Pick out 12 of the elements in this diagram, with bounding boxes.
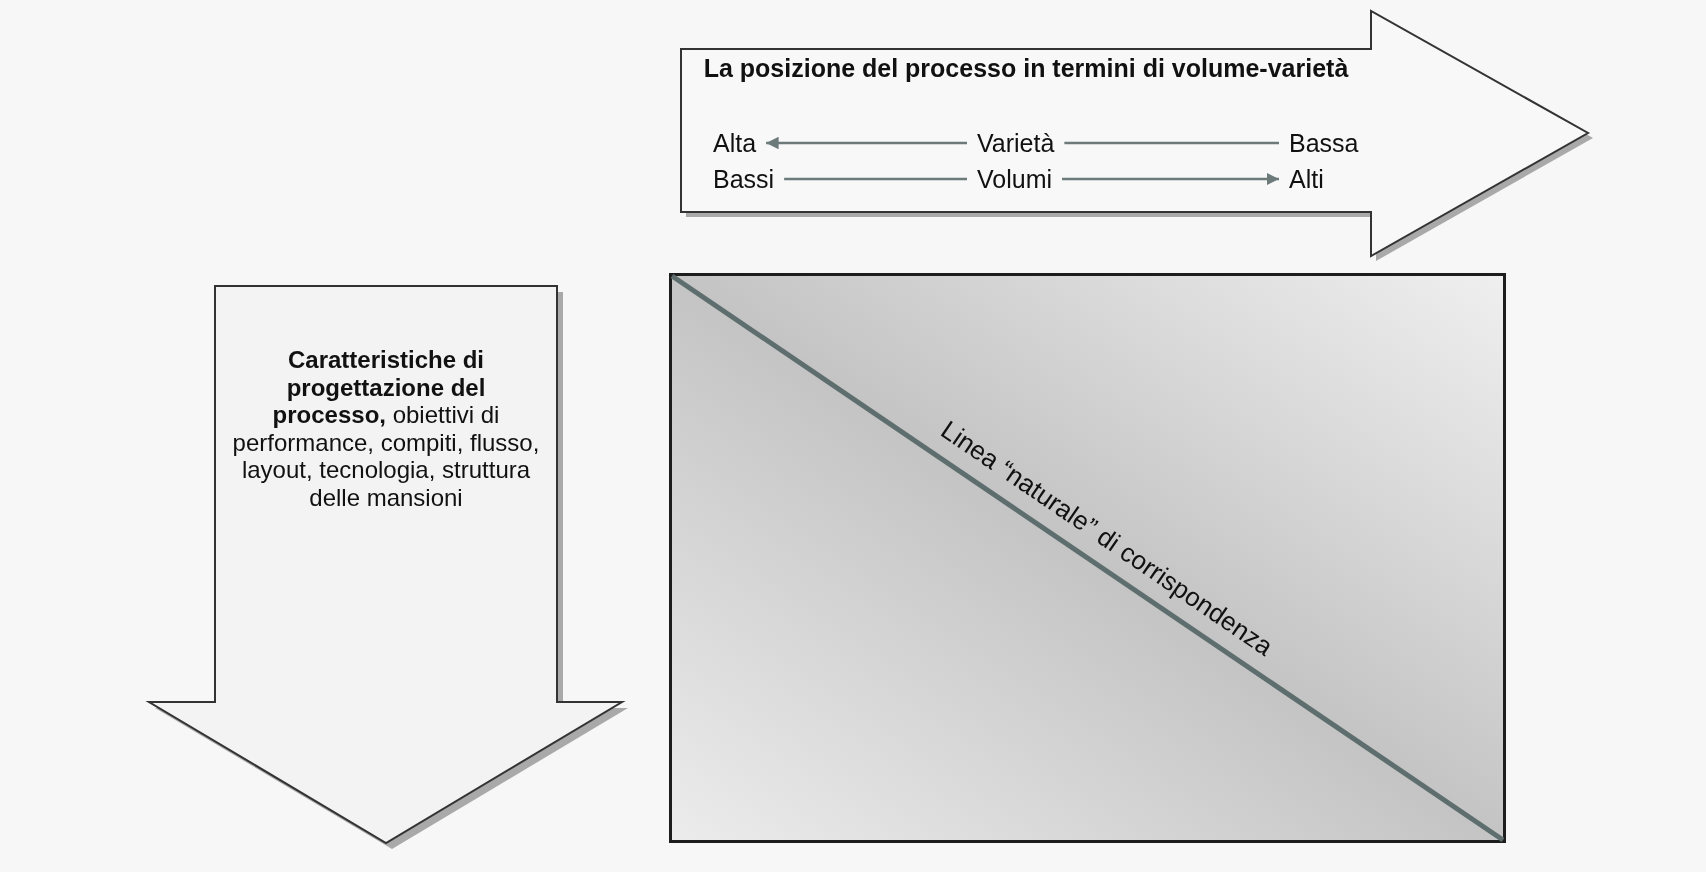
scale-label: Bassa [1279, 128, 1369, 158]
scale-label: Alta [703, 128, 767, 158]
arrow-heading: La posizione del processo in termini di volume-varietà [702, 53, 1350, 84]
arrow [766, 136, 967, 150]
arrow [1062, 172, 1279, 186]
scale-label: Volumi [967, 164, 1063, 194]
scale-label: Bassi [703, 164, 785, 194]
connector-line [1064, 141, 1279, 145]
scale-label: Alti [1279, 164, 1334, 194]
scale-label: Varietà [967, 128, 1065, 158]
arrow-text: Caratteristiche di progettazione del processo, obiettivi di performance, compiti, flusso, layout, tecnologia, struttura delle mansioni [231, 346, 541, 511]
connector-line [784, 177, 967, 181]
